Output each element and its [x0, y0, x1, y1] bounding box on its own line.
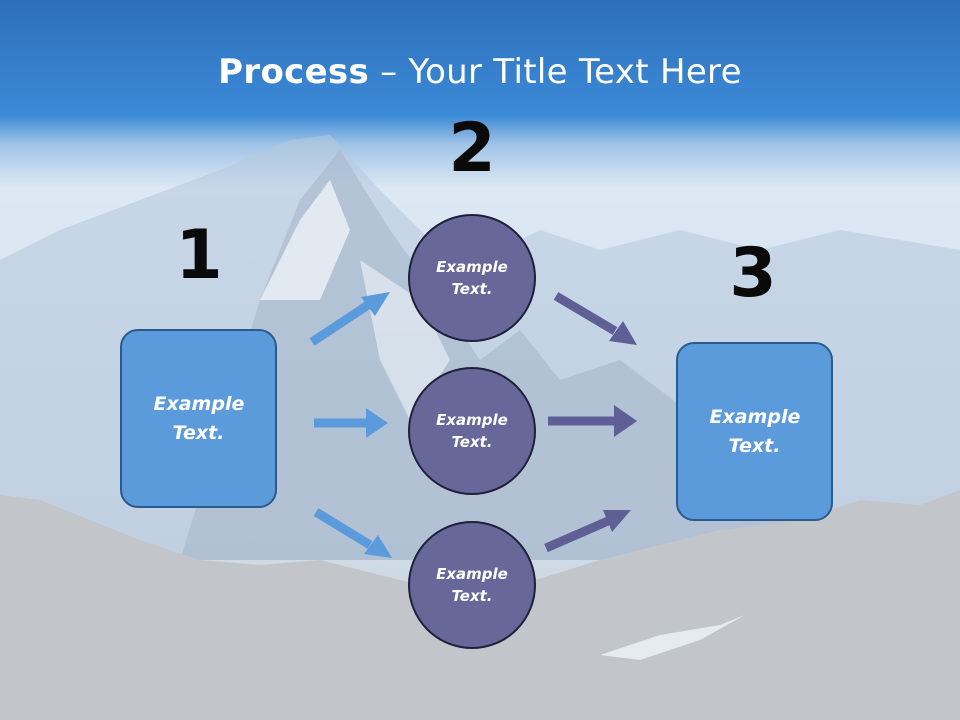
step-1-box: Example Text.	[120, 329, 277, 508]
arrow-1-to-2-middle	[314, 408, 388, 438]
step-2-number: 2	[448, 109, 496, 188]
step-2-circle-bottom: Example Text.	[408, 521, 536, 649]
step-2-text-top: Example Text.	[436, 257, 508, 299]
step-2-text-middle: Example Text.	[436, 410, 508, 452]
arrow-2-to-3-middle	[548, 405, 637, 437]
arrow-1-to-2-top	[309, 292, 390, 346]
arrow-1-to-2-bottom	[313, 508, 392, 558]
title-bold: Process	[218, 52, 370, 92]
title-rest: – Your Title Text Here	[369, 52, 742, 92]
step-3-box: Example Text.	[676, 342, 833, 521]
step-3-text: Example Text.	[709, 406, 801, 457]
arrow-2-to-3-bottom	[544, 510, 631, 553]
slide-title: Process – Your Title Text Here	[0, 52, 960, 92]
step-3-number: 3	[729, 234, 777, 313]
arrow-2-to-3-top	[553, 292, 637, 345]
step-1-text: Example Text.	[153, 393, 245, 444]
step-1-number: 1	[175, 216, 223, 295]
step-2-text-bottom: Example Text.	[436, 564, 508, 606]
step-2-circle-middle: Example Text.	[408, 367, 536, 495]
step-2-circle-top: Example Text.	[408, 214, 536, 342]
